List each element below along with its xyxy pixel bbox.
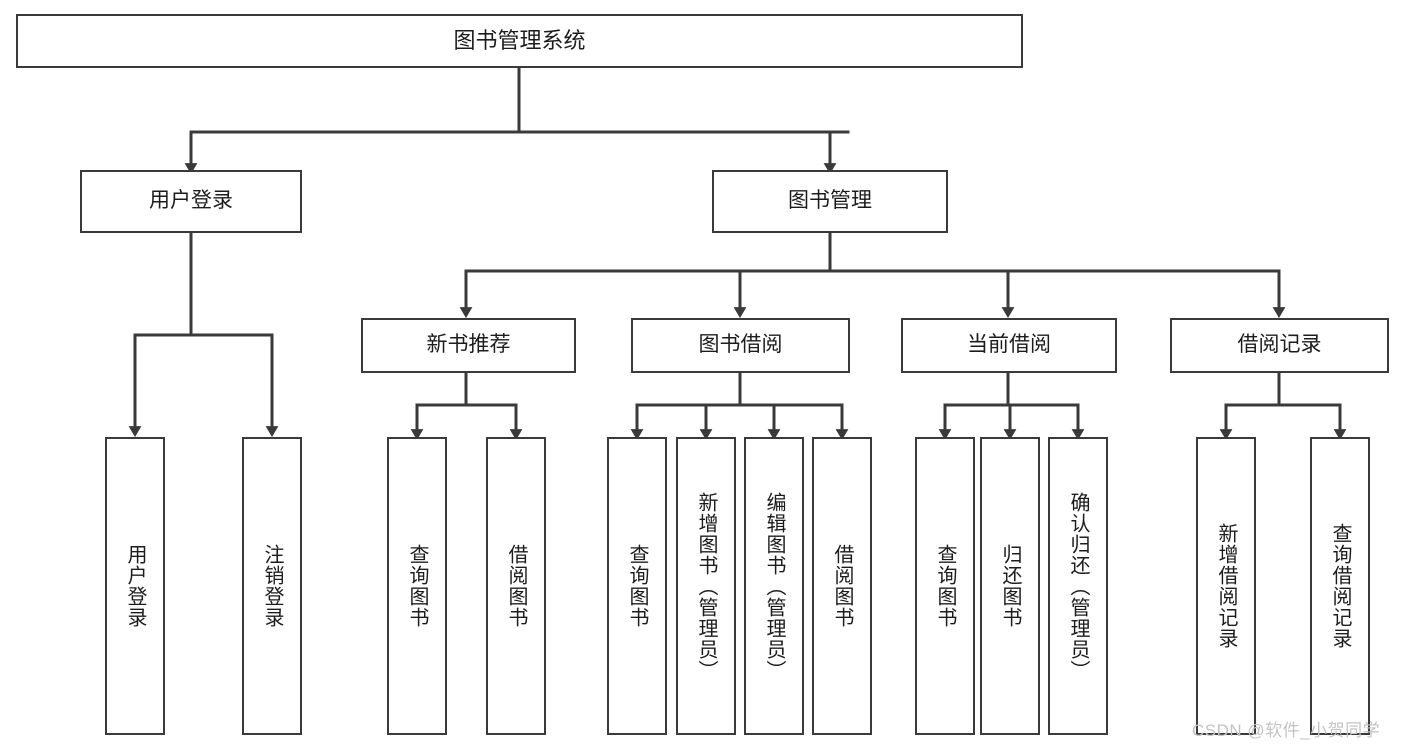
node-leaf-user-login[interactable]: 用户登录 bbox=[105, 437, 165, 735]
node-leaf-confirm-return-label: 确认归还（管理员） bbox=[1067, 491, 1089, 681]
node-leaf-query-book-3[interactable]: 查询图书 bbox=[915, 437, 975, 735]
node-root[interactable]: 图书管理系统 bbox=[16, 14, 1023, 68]
node-leaf-return-book[interactable]: 归还图书 bbox=[980, 437, 1040, 735]
node-leaf-edit-book[interactable]: 编辑图书（管理员） bbox=[744, 437, 804, 735]
node-leaf-query-book-3-label: 查询图书 bbox=[934, 544, 956, 628]
node-current-borrow[interactable]: 当前借阅 bbox=[901, 318, 1117, 373]
node-root-label: 图书管理系统 bbox=[453, 28, 586, 54]
node-leaf-user-login-label: 用户登录 bbox=[124, 544, 146, 628]
node-book-manage[interactable]: 图书管理 bbox=[712, 170, 948, 233]
node-user-login-label: 用户登录 bbox=[149, 189, 233, 213]
node-leaf-borrow-book-2[interactable]: 借阅图书 bbox=[812, 437, 872, 735]
node-leaf-add-book-label: 新增图书（管理员） bbox=[695, 491, 717, 681]
watermark-text: CSDN @软件_小贺同学 bbox=[1192, 721, 1381, 740]
node-leaf-borrow-book-2-label: 借阅图书 bbox=[831, 544, 853, 628]
node-book-manage-label: 图书管理 bbox=[788, 189, 872, 213]
node-leaf-query-record-label: 查询借阅记录 bbox=[1329, 523, 1351, 649]
node-leaf-confirm-return[interactable]: 确认归还（管理员） bbox=[1048, 437, 1108, 735]
node-borrow-record-label: 借阅记录 bbox=[1237, 333, 1322, 357]
node-new-book-recommend-label: 新书推荐 bbox=[426, 333, 511, 357]
node-new-book-recommend[interactable]: 新书推荐 bbox=[361, 318, 576, 373]
node-borrow-record[interactable]: 借阅记录 bbox=[1170, 318, 1389, 373]
node-leaf-user-logout[interactable]: 注销登录 bbox=[242, 437, 302, 735]
node-leaf-add-record[interactable]: 新增借阅记录 bbox=[1196, 437, 1256, 735]
node-leaf-borrow-book-1[interactable]: 借阅图书 bbox=[486, 437, 546, 735]
node-leaf-edit-book-label: 编辑图书（管理员） bbox=[763, 491, 785, 681]
node-leaf-return-book-label: 归还图书 bbox=[999, 544, 1021, 628]
node-leaf-add-book[interactable]: 新增图书（管理员） bbox=[676, 437, 736, 735]
node-leaf-user-logout-label: 注销登录 bbox=[261, 544, 283, 628]
node-leaf-borrow-book-1-label: 借阅图书 bbox=[505, 544, 527, 628]
node-current-borrow-label: 当前借阅 bbox=[967, 333, 1051, 357]
node-book-borrow[interactable]: 图书借阅 bbox=[631, 318, 850, 373]
node-leaf-query-record[interactable]: 查询借阅记录 bbox=[1310, 437, 1370, 735]
node-leaf-query-book-1[interactable]: 查询图书 bbox=[387, 437, 447, 735]
node-leaf-query-book-1-label: 查询图书 bbox=[406, 544, 428, 628]
node-leaf-add-record-label: 新增借阅记录 bbox=[1215, 523, 1237, 649]
node-leaf-query-book-2-label: 查询图书 bbox=[626, 544, 648, 628]
node-user-login[interactable]: 用户登录 bbox=[80, 170, 302, 233]
node-leaf-query-book-2[interactable]: 查询图书 bbox=[607, 437, 667, 735]
node-book-borrow-label: 图书借阅 bbox=[698, 333, 783, 357]
